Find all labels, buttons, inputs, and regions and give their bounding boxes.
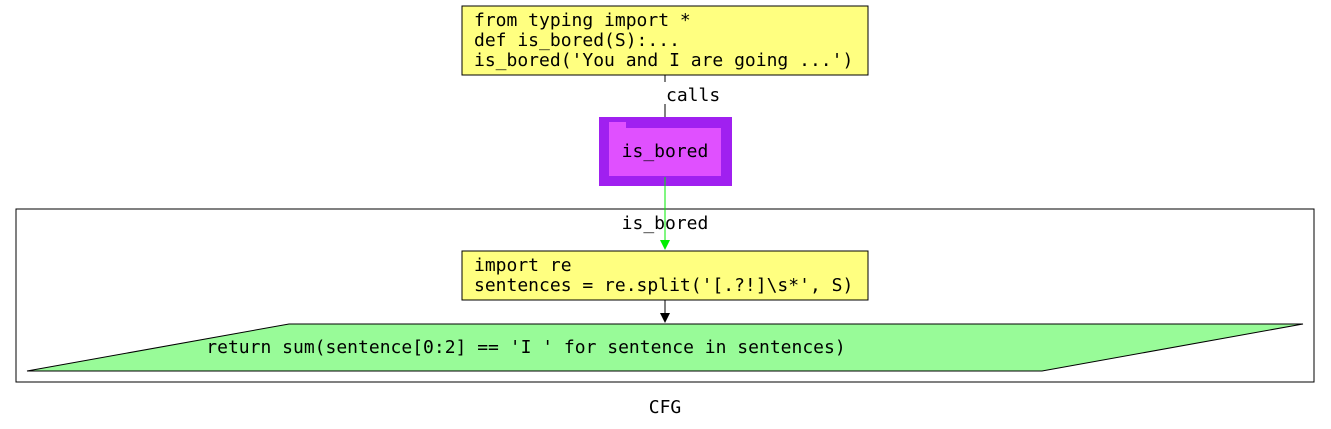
function-node-label: is_bored [622,141,709,162]
graph-title: CFG [649,397,682,418]
body-code-block: import re sentences = re.split('[.?!]\s*… [461,250,869,301]
return-shape [26,323,1304,372]
module-code-box [461,5,869,76]
body-code-box [461,250,869,301]
body-line-2: sentences = re.split('[.?!]\s*', S) [474,275,853,296]
return-statement: return sum(sentence[0:2] == 'I ' for sen… [206,337,845,358]
function-node-tab [609,122,626,130]
module-line-1: from typing import * [474,10,691,31]
calls-edge-label: calls [666,85,720,106]
module-line-2: def is_bored(S):... [474,30,680,51]
return-block: return sum(sentence[0:2] == 'I ' for sen… [26,323,1304,372]
module-line-3: is_bored('You and I are going ...') [474,50,853,71]
body-line-1: import re [474,255,572,276]
module-code-block: from typing import * def is_bored(S):...… [461,5,869,76]
function-node-inner [609,128,721,176]
function-node: is_bored [599,117,732,186]
